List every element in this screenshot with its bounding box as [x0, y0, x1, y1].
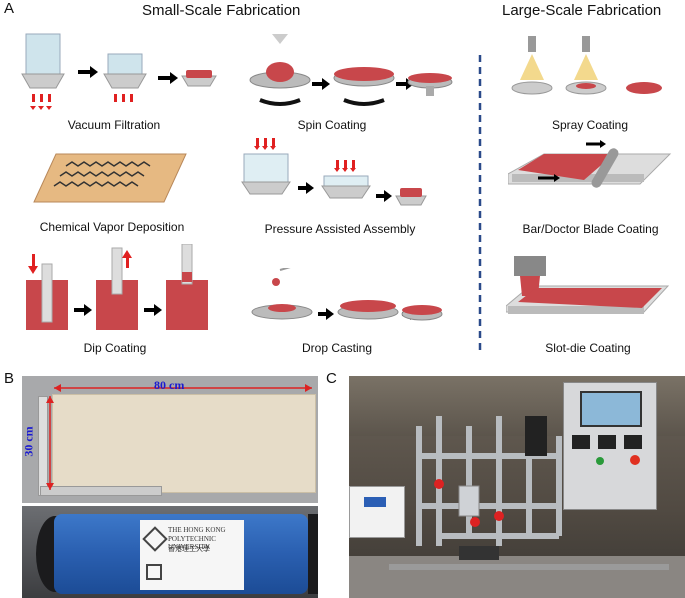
indicator-light	[596, 457, 604, 465]
piping-assembly	[416, 416, 562, 560]
controller-1	[572, 435, 590, 449]
bar-coating-illustration	[508, 140, 672, 188]
spin-coating-illustration	[249, 34, 453, 106]
module-label: THE HONG KONG POLYTECHNIC UNIVERSITY 香港理…	[140, 520, 244, 590]
dip-coating-label: Dip Coating	[83, 341, 147, 355]
hmi-screen	[580, 391, 642, 427]
vacuum-filtration-illustration	[21, 33, 217, 110]
module-far-cap	[308, 514, 318, 594]
horizontal-ruler	[40, 486, 162, 496]
width-dimension-label: 80 cm	[154, 378, 185, 392]
polyu-logo-icon	[142, 526, 168, 552]
module-text-line2: POLYTECHNIC UNIVERSITY	[168, 535, 216, 551]
bar-coating-label: Bar/Doctor Blade Coating	[522, 222, 659, 236]
control-cabinet	[563, 382, 657, 510]
membrane-photo: 80 cm 30 cm	[22, 376, 318, 503]
drop-casting-illustration	[251, 268, 443, 321]
module-text-line3: 香港理工大學	[168, 545, 210, 553]
cvd-label: Chemical Vapor Deposition	[39, 220, 185, 234]
vacuum-filtration-label: Vacuum Filtration	[67, 118, 161, 132]
dimension-arrows	[46, 384, 312, 490]
secondary-logo-icon	[146, 564, 162, 580]
frame-rail	[389, 564, 669, 570]
controller-3	[624, 435, 642, 449]
cvd-illustration	[33, 153, 187, 203]
module-text-line1: THE HONG KONG	[168, 526, 226, 534]
chiller-display	[364, 497, 386, 507]
membrane-sheet	[52, 394, 316, 493]
height-dimension-label: 30 cm	[22, 426, 36, 457]
floor	[349, 556, 685, 598]
dip-coating-illustration	[26, 244, 208, 330]
emergency-stop-button[interactable]	[630, 455, 640, 465]
large-scale-title: Large-Scale Fabrication	[502, 2, 662, 19]
slot-die-illustration	[506, 256, 670, 314]
module-photo: THE HONG KONG POLYTECHNIC UNIVERSITY 香港理…	[22, 506, 318, 598]
panel-c-letter: C	[326, 370, 337, 387]
spin-coating-label: Spin Coating	[297, 118, 367, 132]
controller-2	[598, 435, 616, 449]
spray-coating-illustration	[511, 36, 662, 95]
panel-b-letter: B	[4, 370, 15, 387]
pressure-assisted-illustration	[241, 138, 427, 206]
panel-a-letter: A	[4, 0, 15, 17]
chiller-unit	[349, 486, 405, 538]
pressure-assisted-label: Pressure Assisted Assembly	[264, 222, 416, 236]
slot-die-label: Slot-die Coating	[545, 341, 631, 355]
drop-casting-label: Drop Casting	[301, 341, 373, 355]
section-divider	[478, 55, 482, 355]
small-scale-title: Small-Scale Fabrication	[142, 2, 301, 19]
system-photo	[349, 376, 685, 598]
spray-coating-label: Spray Coating	[551, 118, 629, 132]
